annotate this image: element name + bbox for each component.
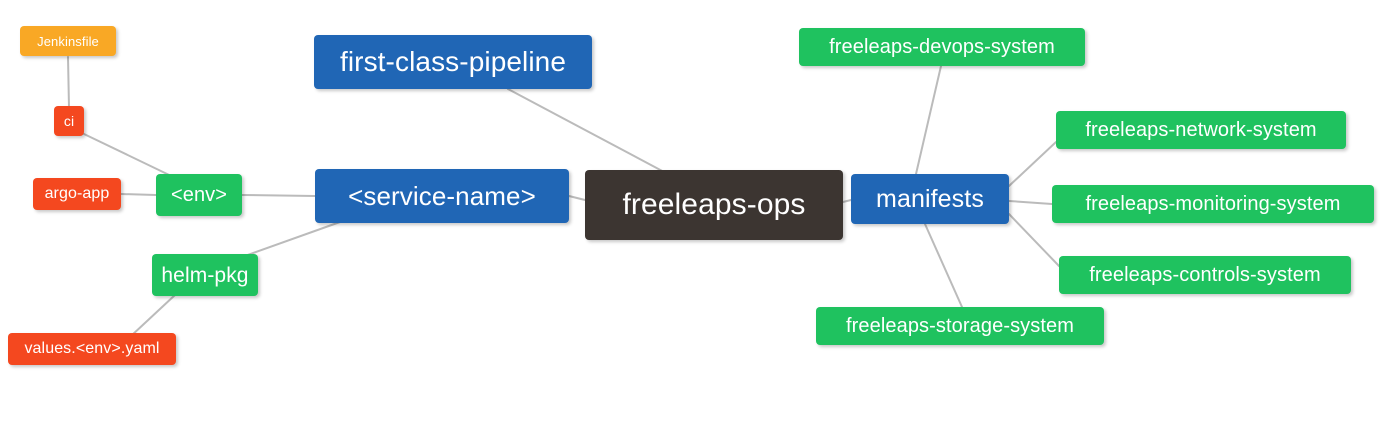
- edge-first-class-pipeline-to-freeleaps-ops: [507, 88, 667, 174]
- node-manifests[interactable]: manifests: [851, 174, 1009, 224]
- node-values-yaml[interactable]: values.<env>.yaml: [8, 333, 176, 365]
- edge-manifests-to-freeleaps-controls-system: [1008, 213, 1060, 267]
- edge-jenkinsfile-to-ci: [67, 56, 70, 109]
- edge-env-to-service-name: [241, 194, 316, 197]
- edge-freeleaps-ops-to-manifests: [842, 199, 852, 203]
- edge-argo-app-to-env: [120, 193, 157, 196]
- node-jenkinsfile[interactable]: Jenkinsfile: [20, 26, 116, 56]
- node-service-name[interactable]: <service-name>: [315, 169, 569, 223]
- node-freeleaps-monitoring-system[interactable]: freeleaps-monitoring-system: [1052, 185, 1374, 223]
- node-ci[interactable]: ci: [54, 106, 84, 136]
- edge-manifests-to-freeleaps-monitoring-system: [1008, 200, 1053, 205]
- edge-manifests-to-freeleaps-storage-system: [924, 223, 963, 308]
- edge-helm-pkg-to-values-yaml: [130, 294, 176, 337]
- node-freeleaps-network-system[interactable]: freeleaps-network-system: [1056, 111, 1346, 149]
- node-freeleaps-devops-system[interactable]: freeleaps-devops-system: [799, 28, 1085, 66]
- node-helm-pkg[interactable]: helm-pkg: [152, 254, 258, 296]
- edge-manifests-to-freeleaps-network-system: [1008, 141, 1057, 187]
- node-argo-app[interactable]: argo-app: [33, 178, 121, 210]
- node-freeleaps-ops[interactable]: freeleaps-ops: [585, 170, 843, 240]
- node-env[interactable]: <env>: [156, 174, 242, 216]
- node-first-class-pipeline[interactable]: first-class-pipeline: [314, 35, 592, 89]
- node-freeleaps-storage-system[interactable]: freeleaps-storage-system: [816, 307, 1104, 345]
- node-freeleaps-controls-system[interactable]: freeleaps-controls-system: [1059, 256, 1351, 294]
- edge-manifests-to-freeleaps-devops-system: [915, 65, 942, 175]
- edge-service-name-to-freeleaps-ops: [568, 195, 586, 201]
